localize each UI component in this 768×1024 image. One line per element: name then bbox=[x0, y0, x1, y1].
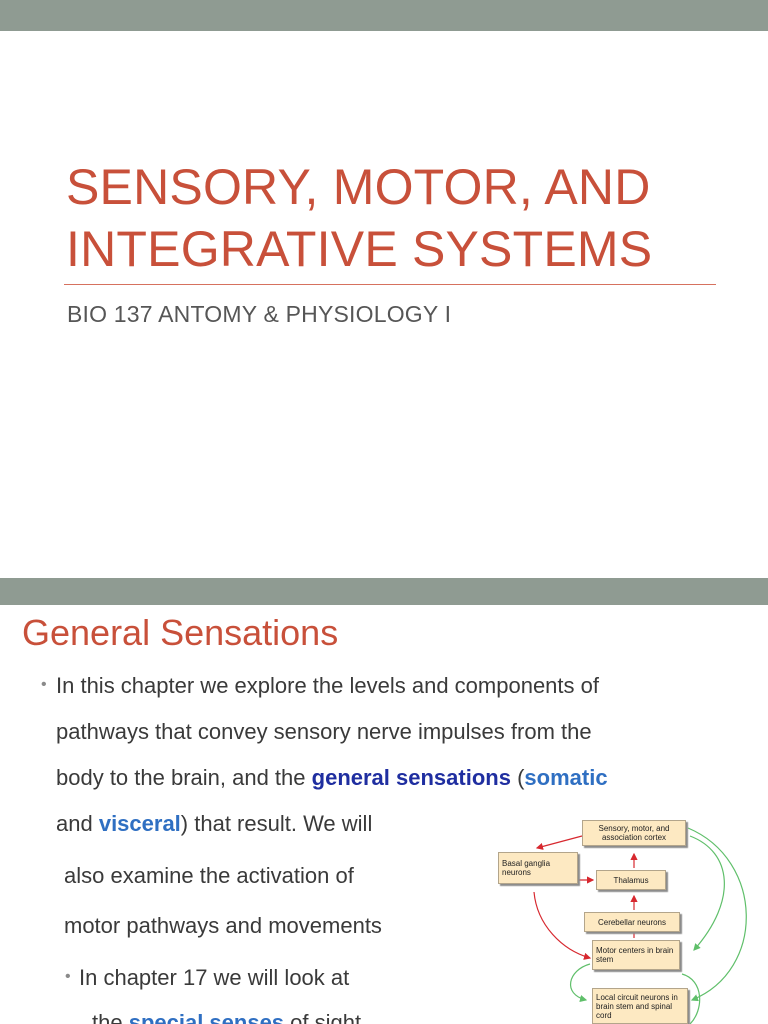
green-arrows bbox=[569, 827, 747, 1024]
slide-heading: General Sensations bbox=[22, 612, 339, 653]
text-segment: ) that result. We will bbox=[180, 811, 373, 836]
diagram-box-cortex: Sensory, motor, and association cortex bbox=[582, 820, 686, 846]
text-segment: and bbox=[56, 811, 99, 836]
top-bar bbox=[0, 578, 768, 605]
title-line-2: INTEGRATIVE SYSTEMS bbox=[66, 221, 653, 277]
title-line-1: SENSORY, MOTOR, AND bbox=[66, 159, 651, 215]
text-segment: ( bbox=[510, 765, 525, 790]
keyword-somatic: somatic bbox=[524, 765, 608, 790]
diagram-arrows bbox=[533, 827, 747, 1024]
title-rule bbox=[64, 284, 716, 285]
slide-body: • In this chapter we explore the levels … bbox=[0, 578, 768, 1024]
keyword-general-sensations: general sensations bbox=[311, 765, 511, 790]
keyword-special-senses: special senses bbox=[128, 1010, 285, 1024]
title-slide: SENSORY, MOTOR, AND INTEGRATIVE SYSTEMS … bbox=[0, 0, 768, 327]
slide-title: SENSORY, MOTOR, AND INTEGRATIVE SYSTEMS bbox=[66, 156, 726, 280]
keyword-visceral: visceral bbox=[98, 811, 181, 836]
text-segment: body to the brain, and the bbox=[56, 765, 312, 790]
top-bar bbox=[0, 0, 768, 31]
diagram-box-motor-centers: Motor centers in brain stem bbox=[592, 940, 680, 970]
slide-subtitle: BIO 137 ANTOMY & PHYSIOLOGY I bbox=[67, 301, 452, 327]
bullet-marker: • bbox=[41, 676, 47, 693]
diagram-box-local-circuit: Local circuit neurons in brain stem and … bbox=[592, 988, 688, 1024]
body-line: pathways that convey sensory nerve impul… bbox=[56, 719, 592, 744]
body-line: the special senses of sight, bbox=[92, 1010, 367, 1024]
content-slide: General Sensations • In this chapter we … bbox=[0, 578, 768, 1024]
diagram-box-thalamus: Thalamus bbox=[596, 870, 666, 890]
motor-control-diagram: Sensory, motor, and association cortex B… bbox=[492, 810, 768, 1024]
text-segment: the bbox=[92, 1010, 129, 1024]
diagram-box-basal-ganglia: Basal ganglia neurons bbox=[498, 852, 578, 884]
body-line: also examine the activation of bbox=[64, 863, 354, 888]
text-segment: of sight, bbox=[284, 1010, 368, 1024]
body-line: and visceral) that result. We will bbox=[56, 811, 372, 837]
bullet-marker: • bbox=[65, 968, 71, 985]
body-line: body to the brain, and the general sensa… bbox=[56, 765, 608, 791]
body-line: In chapter 17 we will look at bbox=[79, 965, 350, 990]
body-line: In this chapter we explore the levels an… bbox=[56, 673, 599, 698]
diagram-box-cerebellar: Cerebellar neurons bbox=[584, 912, 680, 932]
body-line: motor pathways and movements bbox=[64, 913, 382, 938]
